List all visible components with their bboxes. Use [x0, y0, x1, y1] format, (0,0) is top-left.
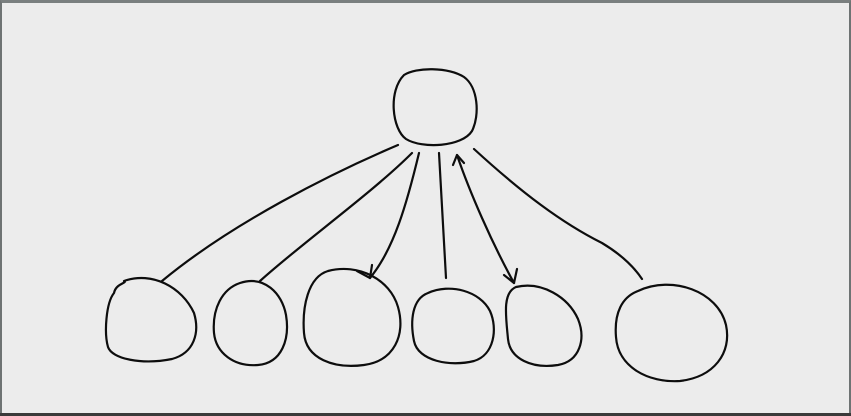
- edge-root-child-1: [160, 143, 400, 283]
- edge-root-child-3: [368, 151, 421, 280]
- child-node-1: [104, 276, 198, 363]
- arrowhead-root: [451, 153, 466, 167]
- edge-root-child-5: [455, 153, 516, 285]
- edge-root-child-2: [258, 151, 414, 283]
- edge-root-child-6: [472, 147, 644, 281]
- child-node-6: [614, 283, 729, 383]
- arrowhead-child-3: [355, 263, 374, 280]
- root-node: [392, 68, 478, 147]
- child-node-2: [212, 280, 288, 367]
- arrowhead-child-5: [502, 267, 519, 285]
- edge-root-child-4: [437, 151, 448, 280]
- child-node-4: [411, 287, 495, 365]
- child-node-5: [504, 284, 583, 367]
- tree-diagram: [104, 68, 729, 383]
- child-node-3: [302, 267, 402, 367]
